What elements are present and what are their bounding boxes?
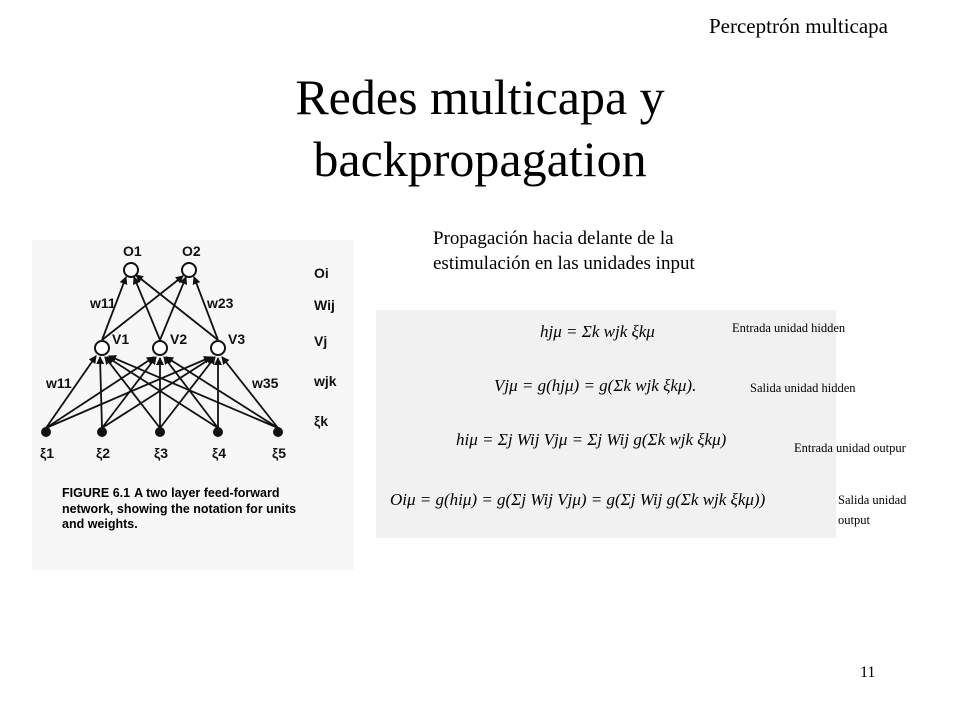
- hidden-node-v2: [152, 340, 168, 356]
- note-hidden-output: Salida unidad hidden: [750, 381, 856, 395]
- weight-label-w35: w35: [251, 375, 279, 391]
- network-figure: O1 O2 V1 V2 V3 ξ1 ξ2 ξ3 ξ4 ξ5 w11 w23 w1…: [32, 240, 354, 570]
- output-label-2: O2: [182, 243, 201, 259]
- section-subtitle: Propagación hacia delante de la estimula…: [433, 226, 793, 276]
- equation-output-input: hiμ = Σj Wij Vjμ = Σj Wij g(Σk wjk ξkμ): [456, 430, 727, 449]
- legend-wij: Wij: [314, 297, 335, 313]
- legend-xik: ξk: [314, 413, 328, 429]
- output-node-o2: [181, 262, 197, 278]
- hidden-nodes: [94, 340, 226, 356]
- legend-vj: Vj: [314, 333, 327, 349]
- slide-title-line-1: Redes multicapa y: [295, 69, 665, 125]
- output-label-1: O1: [123, 243, 142, 259]
- hidden-label-1: V1: [112, 331, 129, 347]
- weight-label-w23: w23: [206, 295, 234, 311]
- input-label-1: ξ1: [40, 445, 54, 461]
- input-label-3: ξ3: [154, 445, 168, 461]
- note-output-input: Entrada unidad outpur: [794, 441, 906, 455]
- hidden-label-3: V3: [228, 331, 245, 347]
- equation-hidden-output: Vjμ = g(hjμ) = g(Σk wjk ξkμ).: [494, 376, 697, 395]
- input-node-1: [41, 427, 51, 437]
- input-node-2: [97, 427, 107, 437]
- figure-caption-text: A two layer feed-forward network, showin…: [62, 486, 297, 531]
- hidden-node-v3: [210, 340, 226, 356]
- slide-title: Redes multicapa y backpropagation: [0, 66, 960, 190]
- input-node-4: [213, 427, 223, 437]
- section-label: Perceptrón multicapa: [708, 14, 888, 38]
- hidden-to-output-connections: [101, 274, 219, 341]
- note-output-output: Salida unidad output: [838, 493, 907, 527]
- input-label-5: ξ5: [272, 445, 286, 461]
- equation-output-output: Oiμ = g(hiμ) = g(Σj Wij Vjμ) = g(Σj Wij …: [390, 490, 766, 509]
- output-node-o1: [123, 262, 139, 278]
- input-node-5: [273, 427, 283, 437]
- input-node-3: [155, 427, 165, 437]
- network-diagram: O1 O2 V1 V2 V3 ξ1 ξ2 ξ3 ξ4 ξ5 w11 w23 w1…: [40, 243, 337, 461]
- hidden-node-v1: [94, 340, 110, 356]
- input-to-hidden-connections: [45, 355, 279, 429]
- subtitle-line-2: estimulación en las unidades input: [433, 253, 695, 274]
- page-number: 11: [860, 664, 876, 681]
- slide-title-line-2: backpropagation: [313, 131, 647, 187]
- figure-caption-label: FIGURE 6.1: [62, 486, 131, 500]
- input-nodes: [41, 427, 283, 437]
- subtitle-line-1: Propagación hacia delante de la: [433, 228, 674, 249]
- input-label-4: ξ4: [212, 445, 226, 461]
- hidden-label-2: V2: [170, 331, 187, 347]
- equations-panel: [376, 310, 836, 538]
- output-nodes: [123, 262, 197, 278]
- legend-oi: Oi: [314, 265, 329, 281]
- input-label-2: ξ2: [96, 445, 110, 461]
- equation-hidden-input: hjμ = Σk wjk ξkμ: [540, 322, 655, 341]
- legend-wjk: wjk: [313, 373, 337, 389]
- weight-label-w11-upper: w11: [89, 295, 116, 311]
- weight-label-w11-lower: w11: [45, 375, 72, 391]
- note-hidden-input: Entrada unidad hidden: [732, 321, 846, 335]
